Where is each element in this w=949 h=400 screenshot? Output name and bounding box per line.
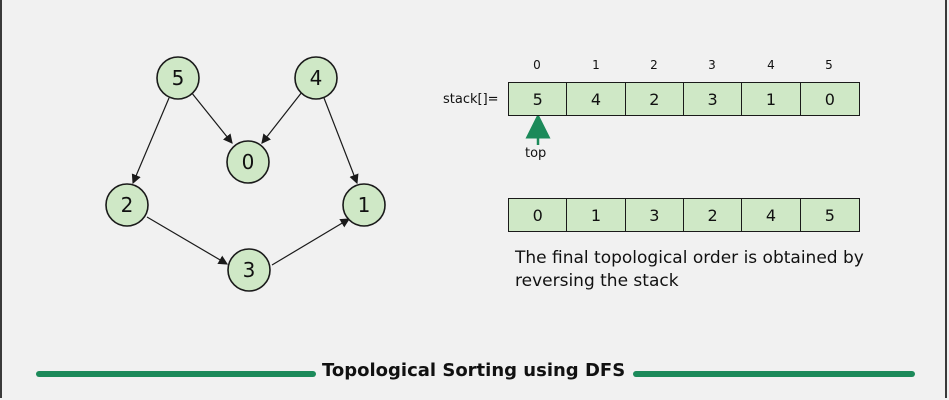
explanation-note: The final topological order is obtained …	[515, 248, 864, 291]
stack-index: 3	[708, 58, 716, 72]
stack-cell: 3	[683, 83, 743, 115]
svg-text:5: 5	[172, 66, 185, 90]
stack-cell: 0	[800, 83, 859, 115]
result-cell: 5	[800, 199, 859, 231]
footer-title: Topological Sorting using DFS	[322, 360, 626, 381]
edge-4-0	[261, 91, 303, 144]
footer-bar-left	[36, 371, 316, 377]
stack-cell: 2	[625, 83, 684, 115]
stack-index: 1	[592, 58, 600, 72]
result-cell: 0	[509, 199, 568, 231]
stack-index: 2	[650, 58, 658, 72]
result-cell: 4	[742, 199, 801, 231]
stack-index: 4	[767, 58, 775, 72]
stack-cell: 1	[742, 83, 801, 115]
stack-index: 0	[533, 58, 541, 72]
graph-node-4: 4	[294, 56, 338, 100]
svg-text:4: 4	[310, 66, 323, 90]
stack-index: 5	[825, 58, 833, 72]
edge-3-1	[271, 218, 351, 266]
stack-label: stack[]=	[443, 92, 499, 107]
footer-bar-right	[633, 371, 915, 377]
graph-node-3: 3	[227, 248, 271, 292]
stack-cell: 4	[567, 83, 626, 115]
result-array: 0 1 3 2 4 5	[508, 198, 860, 232]
edge-5-0	[190, 91, 233, 144]
graph-node-1: 1	[342, 183, 386, 227]
stack-cell: 5	[509, 83, 568, 115]
result-cell: 1	[567, 199, 626, 231]
edge-2-3	[146, 216, 229, 265]
svg-text:3: 3	[243, 258, 256, 282]
graph-node-2: 2	[105, 183, 149, 227]
svg-text:1: 1	[358, 193, 371, 217]
svg-text:0: 0	[242, 150, 255, 174]
stack-array: 5 4 2 3 1 0	[508, 82, 860, 116]
top-label: top	[525, 146, 547, 161]
result-cell: 2	[683, 199, 743, 231]
graph-node-0: 0	[226, 140, 270, 184]
result-cell: 3	[625, 199, 684, 231]
svg-text:2: 2	[121, 193, 134, 217]
edge-4-1	[323, 97, 359, 185]
graph-node-5: 5	[156, 56, 200, 100]
edge-5-2	[131, 97, 170, 185]
